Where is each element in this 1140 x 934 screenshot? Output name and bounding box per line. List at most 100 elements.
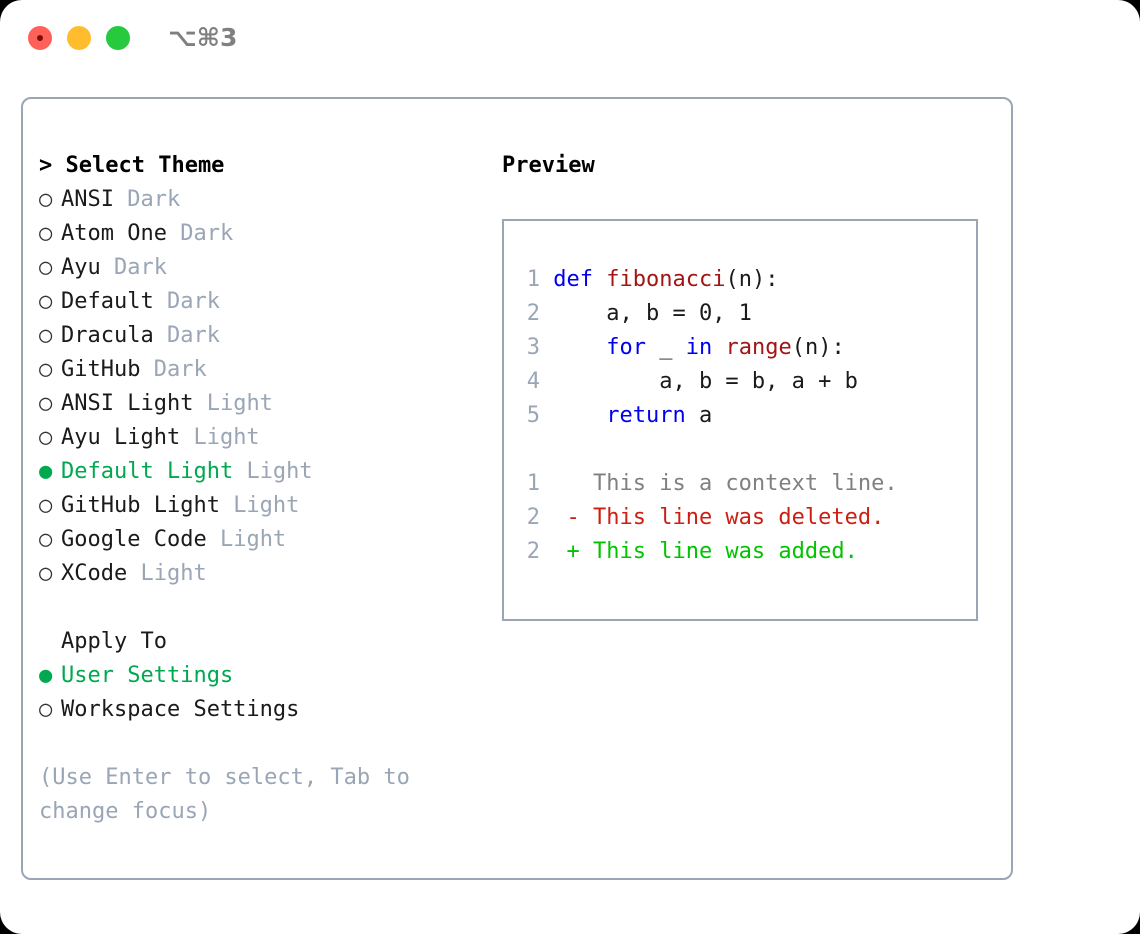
radio-unselected-icon: ○ [39,527,53,552]
theme-item-category: Light [246,459,313,484]
theme-item-category: Dark [153,357,207,382]
radio-unselected-icon: ○ [39,221,53,246]
radio-unselected-icon: ○ [39,323,53,348]
theme-item-category: Light [140,561,207,586]
radio-unselected-icon: ○ [39,697,53,722]
code-token: This is a context line. [553,471,898,496]
theme-item-category: Dark [166,323,220,348]
theme-item-label: ANSI Light [61,391,207,416]
theme-item-label: Atom One [61,221,181,246]
preview-column: Preview 1 def fibonacci(n): 2 a, b = 0, 1… [502,149,992,621]
code-token: in [685,335,713,360]
radio-unselected-icon: ○ [39,425,53,450]
radio-unselected-icon: ○ [39,255,53,280]
radio-selected-icon: ● [39,459,53,484]
code-token [553,403,606,428]
radio-unselected-icon: ○ [39,561,53,586]
theme-item[interactable]: ○ Ayu Light Light [39,421,489,455]
code-token: def [553,267,607,292]
code-token: - This line was deleted. [553,505,885,530]
code-token: a [685,403,713,428]
apply-to-section: Apply To ●User Settings ○ Workspace Settin… [39,625,489,727]
theme-item-category: Dark [127,187,181,212]
theme-item[interactable]: ○ Dracula Dark [39,319,489,353]
theme-item[interactable]: ○ Atom One Dark [39,217,489,251]
theme-item[interactable]: ○ XCode Light [39,557,489,591]
theme-item-label: ANSI [61,187,128,212]
code-line: 3 for _ in range(n): [518,331,898,365]
apply-to-options: ●User Settings ○ Workspace Settings [39,659,489,727]
theme-selector-panel: > Select Theme ○ANSI Dark○Atom One Dark○… [21,97,1013,880]
theme-item-label: Ayu [61,255,114,280]
radio-unselected-icon: ○ [39,493,53,518]
radio-unselected-icon: ○ [39,357,53,382]
code-token: _ [645,335,686,360]
code-line-number: 1 [526,267,540,292]
theme-item-category: Light [233,493,300,518]
code-token: return [606,403,686,428]
apply-to-option[interactable]: ○ Workspace Settings [39,693,489,727]
theme-item-category: Light [219,527,287,552]
theme-item-category: Light [206,391,273,416]
theme-item-category: Light [193,425,260,450]
close-window-button[interactable] [28,26,52,50]
theme-item[interactable]: ○ Default Dark [39,285,489,319]
window-title: ⌥⌘3 [168,23,238,52]
code-line-number: 2 [526,539,540,564]
code-line-number: 2 [526,301,540,326]
apply-to-heading: Apply To [61,629,167,654]
code-token [712,335,725,360]
theme-item[interactable]: ○ GitHub Dark [39,353,489,387]
code-token: (n): [725,267,779,292]
theme-item-category: Dark [166,289,220,314]
window-titlebar: ⌥⌘3 [0,0,1140,78]
radio-unselected-icon: ○ [39,187,53,212]
theme-item[interactable]: ○ ANSI Dark [39,183,489,217]
theme-item[interactable]: ○ Ayu Dark [39,251,489,285]
code-token: + This line was added. [553,539,858,564]
code-line: 5 return a [518,399,898,433]
code-token [553,335,606,360]
theme-item-label: Dracula [61,323,167,348]
code-token: a, b = b, a + b [553,369,858,394]
code-line-number: 2 [526,505,540,530]
theme-item[interactable]: ● Default Light Light [39,455,489,489]
theme-item-label: GitHub [61,357,154,382]
theme-item-label: Ayu Light [61,425,194,450]
code-line: 2 a, b = 0, 1 [518,297,898,331]
apply-to-option-label: Workspace Settings [61,697,300,722]
theme-item-label: GitHub Light [61,493,234,518]
preview-heading: Preview [502,153,595,178]
apply-to-option[interactable]: ●User Settings [39,659,489,693]
minimize-window-button[interactable] [67,26,91,50]
keyboard-hint-text: (Use Enter to select, Tab to change focu… [39,765,424,824]
code-line-number: 4 [526,369,540,394]
code-line-number: 3 [526,335,540,360]
theme-list: ○ ANSI Dark ○ Atom One Dark ○ Ayu Dark ○ Defaul… [39,183,489,591]
code-line: 4 a, b = b, a + b [518,365,898,399]
select-theme-heading: > Select Theme [39,153,225,178]
code-token: a, b = 0, 1 [553,301,752,326]
diff-line: 2 - This line was deleted. [518,501,898,535]
code-token: range [725,335,792,360]
theme-item-label: Default Light [61,459,247,484]
apply-to-option-label: User Settings [61,663,234,688]
theme-item[interactable]: ○ ANSI Light Light [39,387,489,421]
maximize-window-button[interactable] [106,26,130,50]
code-token: fibonacci [606,267,726,292]
radio-unselected-icon: ○ [39,289,53,314]
theme-item-category: Dark [180,221,234,246]
theme-item[interactable]: ○ GitHub Light Light [39,489,489,523]
theme-item-category: Dark [113,255,167,280]
theme-list-column: > Select Theme ○ANSI Dark○Atom One Dark○… [39,149,489,829]
theme-item[interactable]: ○Google Code Light [39,523,489,557]
code-line-number: 1 [526,471,540,496]
radio-unselected-icon: ○ [39,391,53,416]
code-line-number: 5 [526,403,540,428]
theme-item-label: Default [61,289,167,314]
theme-item-label: XCode [61,561,141,586]
diff-line: 1 This is a context line. [518,467,898,501]
